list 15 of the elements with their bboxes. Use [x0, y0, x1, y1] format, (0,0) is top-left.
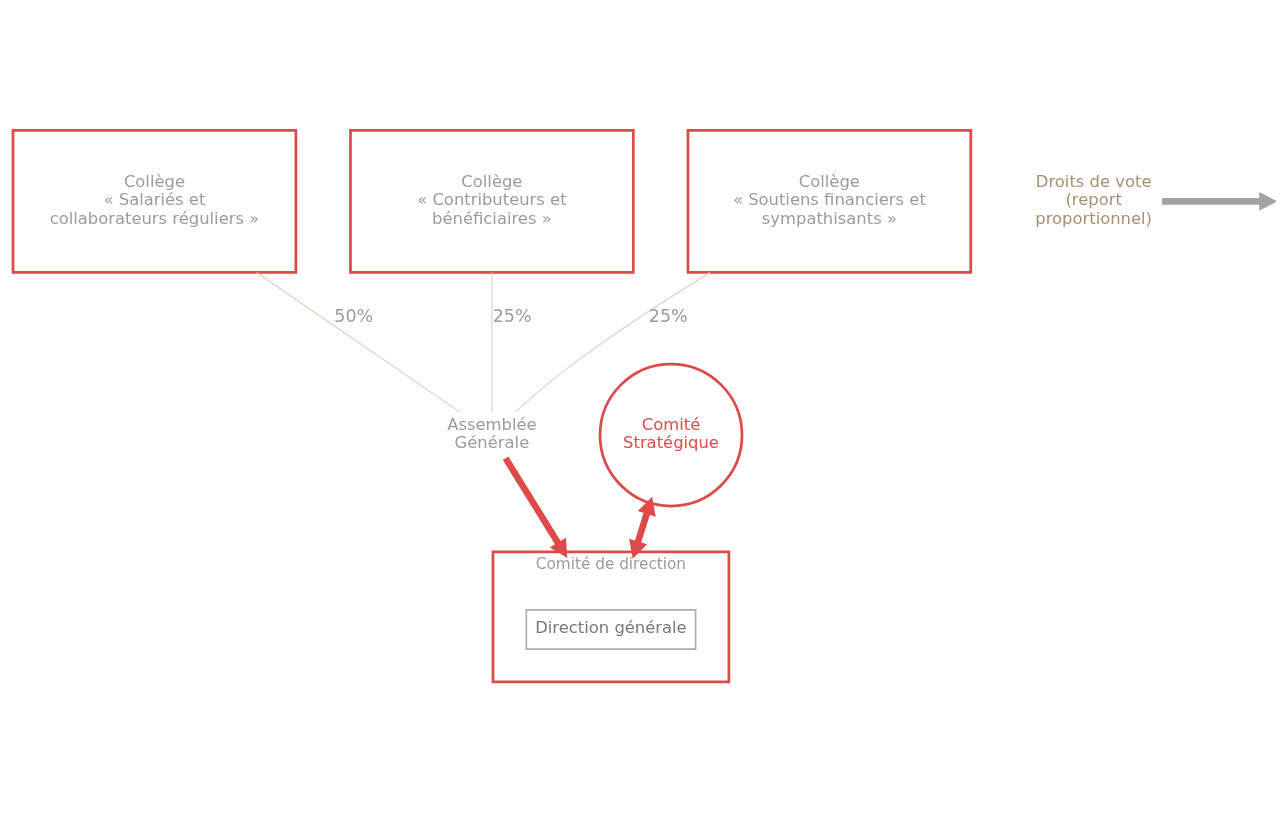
- arrow: [502, 456, 568, 558]
- connector: [491, 272, 493, 413]
- edge-label: 25%: [648, 306, 688, 327]
- connector: [256, 272, 461, 413]
- connector: [514, 271, 711, 413]
- edge-label: 50%: [334, 306, 374, 327]
- arrow: [629, 496, 656, 559]
- node-box: Collège « Contributeurs et bénéficiaires »: [349, 129, 635, 274]
- node-text: Droits de vote (report proportionnel): [1035, 171, 1153, 228]
- node-box: Collège « Soutiens financiers et sympathisants »: [686, 129, 973, 274]
- node-box: Direction générale: [525, 609, 697, 650]
- node-circle: Comité Stratégique: [598, 362, 744, 508]
- edge-label: 25%: [492, 306, 532, 327]
- node-box: Collège « Salariés et collaborateurs réguliers »: [11, 129, 298, 274]
- node-text: Assemblée Générale: [447, 414, 537, 453]
